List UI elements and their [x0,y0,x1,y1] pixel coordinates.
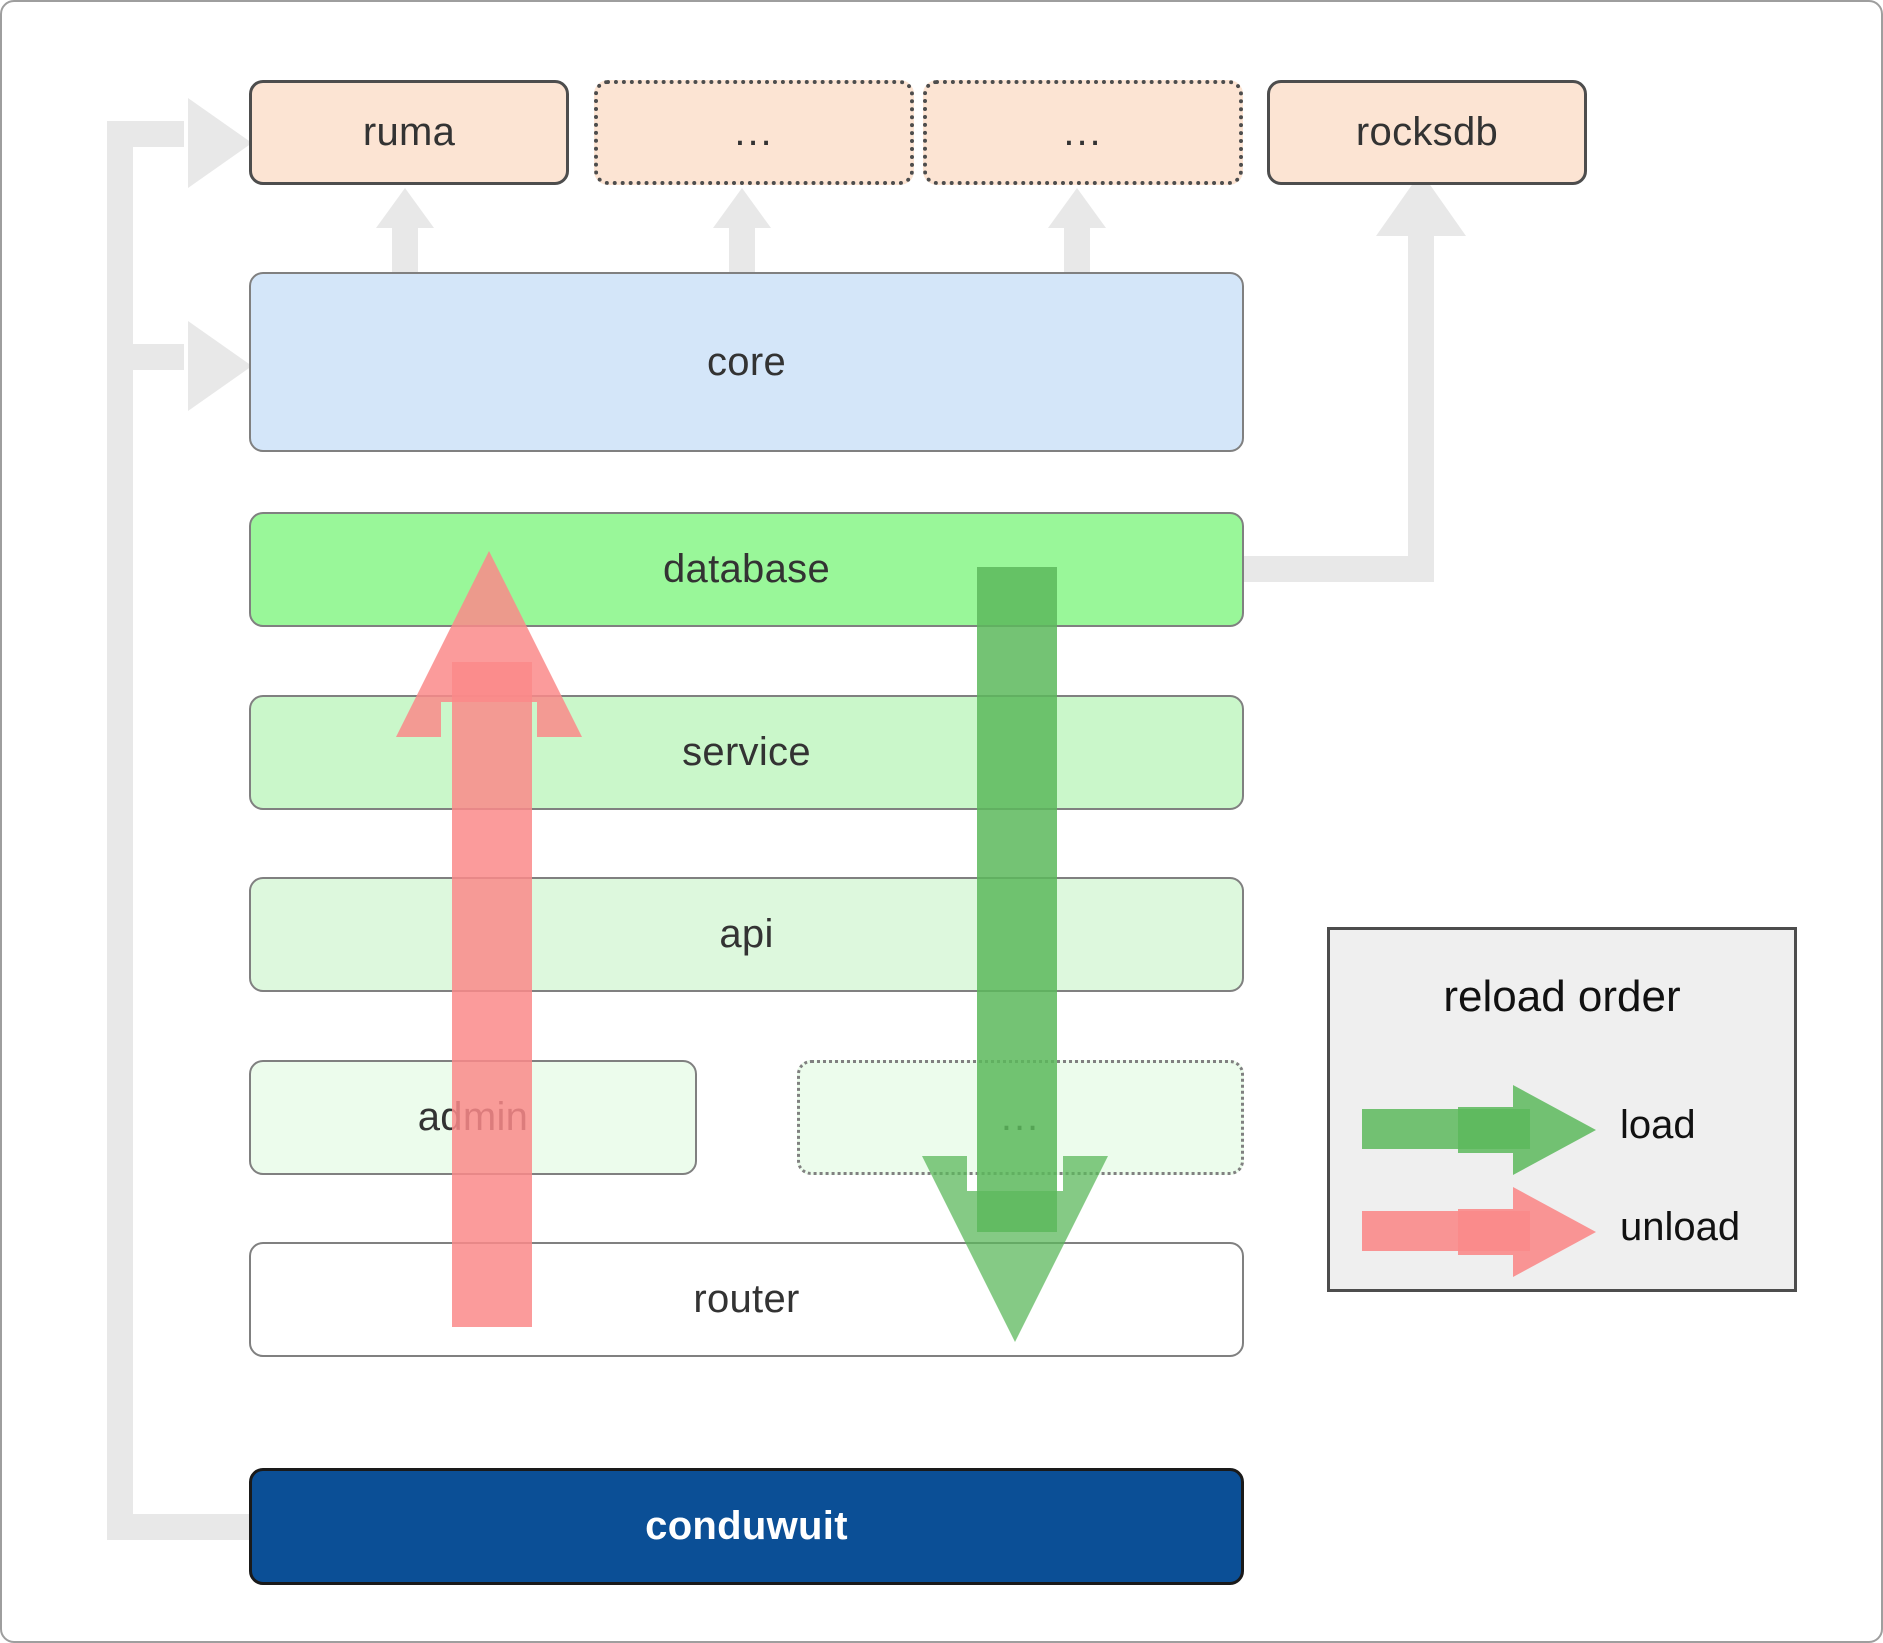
legend-row-unload: unload [1330,1187,1794,1277]
node-dep-ellipsis-1-label: ... [734,110,774,154]
node-ruma-label: ruma [362,110,456,154]
node-dep-ellipsis-2-label: ... [1063,110,1103,154]
node-rocksdb-label: rocksdb [1355,110,1499,154]
legend-unload-arrow-icon [1362,1187,1596,1277]
node-database[interactable]: database [249,512,1244,627]
node-split-ellipsis-label: ... [1000,1095,1041,1139]
node-router-label: router [693,1277,800,1321]
node-admin-label: admin [417,1095,529,1139]
node-dep-ellipsis-2[interactable]: ... [923,80,1243,185]
node-core[interactable]: core [249,272,1244,452]
legend-title: reload order [1443,972,1681,1021]
legend-reload-order: reload order load unload [1327,927,1797,1292]
node-api-label: api [719,912,774,956]
node-conduwuit-label: conduwuit [645,1504,848,1548]
node-service-label: service [682,730,811,774]
node-database-label: database [663,547,830,591]
legend-unload-label: unload [1620,1205,1741,1249]
node-rocksdb[interactable]: rocksdb [1267,80,1587,185]
node-conduwuit[interactable]: conduwuit [249,1468,1244,1585]
node-api[interactable]: api [249,877,1244,992]
node-split-ellipsis[interactable]: ... [797,1060,1244,1175]
node-service[interactable]: service [249,695,1244,810]
legend-load-label: load [1620,1103,1696,1147]
legend-load-arrow-icon [1362,1085,1596,1175]
legend-row-load: load [1330,1085,1794,1175]
node-ruma[interactable]: ruma [249,80,569,185]
node-core-label: core [706,339,786,384]
node-dep-ellipsis-1[interactable]: ... [594,80,914,185]
node-admin[interactable]: admin [249,1060,697,1175]
node-router[interactable]: router [249,1242,1244,1357]
